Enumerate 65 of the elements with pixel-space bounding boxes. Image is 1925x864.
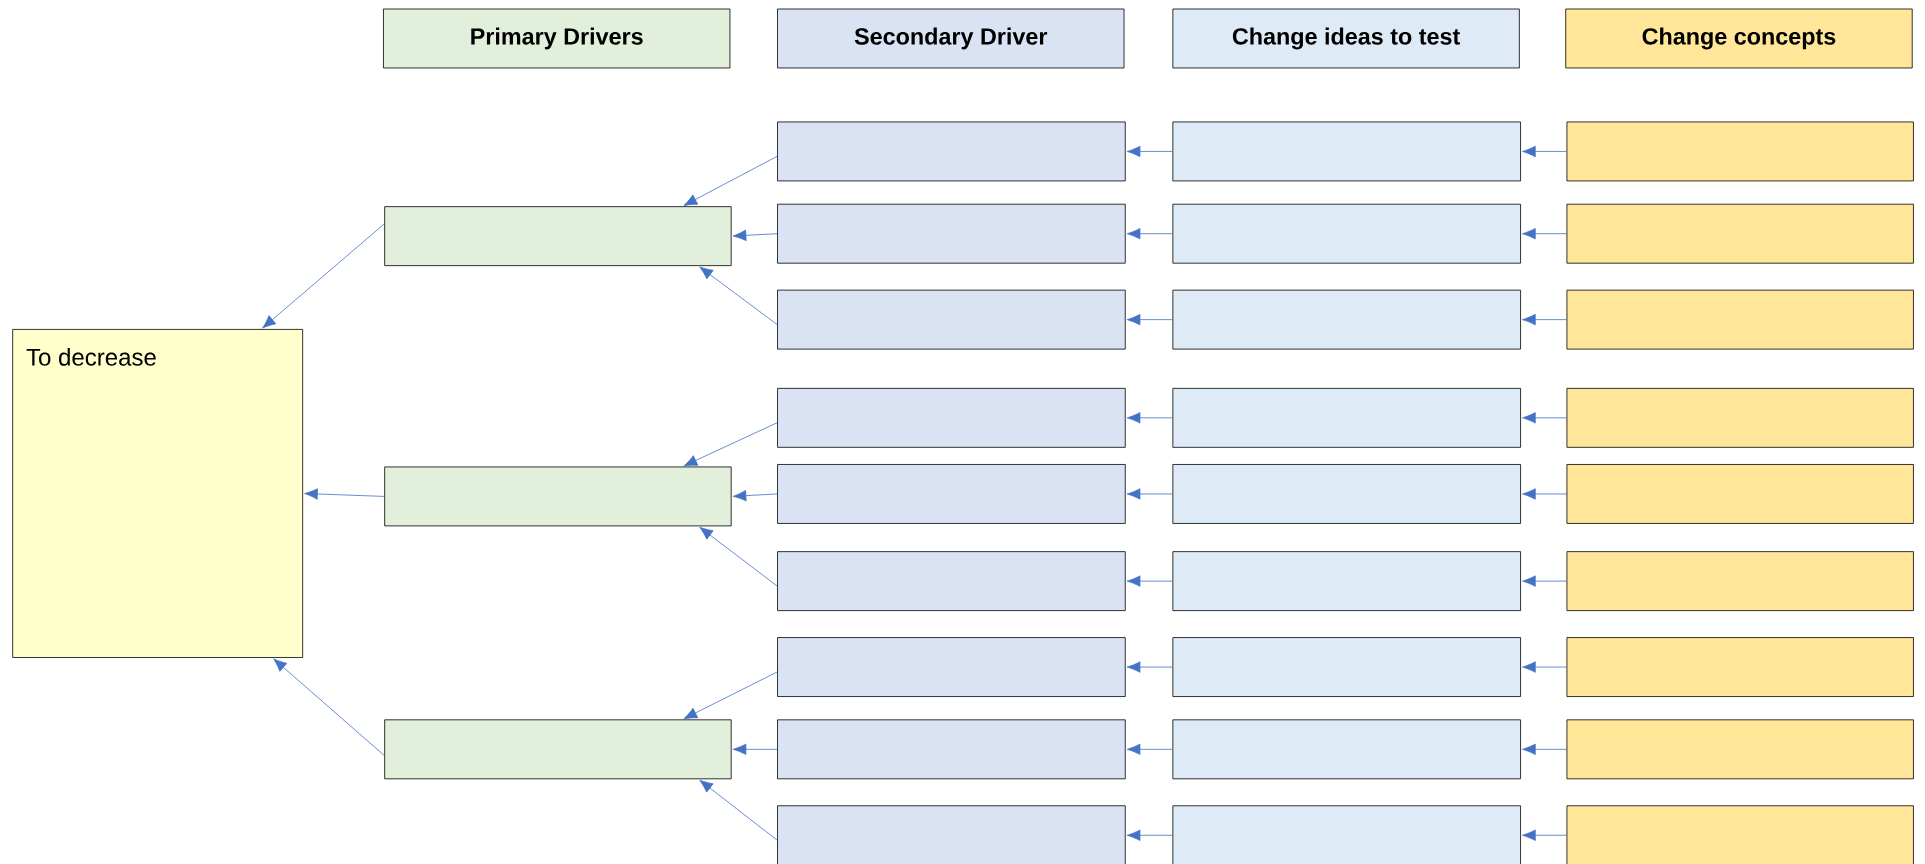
primary-driver-box — [384, 719, 732, 780]
secondary-driver-box — [777, 551, 1126, 611]
secondary-driver-box — [777, 121, 1126, 182]
arrow — [1126, 412, 1173, 424]
arrow — [1126, 227, 1173, 240]
header-box: Change concepts — [1565, 8, 1913, 69]
arrow — [732, 489, 778, 502]
secondary-driver-box — [777, 719, 1126, 780]
change-concept-box — [1566, 551, 1914, 611]
change-idea-box — [1172, 719, 1521, 780]
change-concept-box — [1566, 121, 1914, 182]
primary-driver-box — [384, 466, 732, 527]
arrow — [1126, 488, 1173, 500]
change-idea-box — [1172, 121, 1521, 182]
header-box: Primary Drivers — [383, 8, 731, 69]
arrow — [683, 155, 778, 206]
arrow — [304, 488, 385, 500]
arrow — [732, 229, 778, 241]
secondary-driver-box — [777, 463, 1126, 524]
goal-box: To decrease — [12, 328, 304, 658]
secondary-driver-box — [777, 289, 1126, 350]
arrow — [1126, 145, 1173, 157]
change-idea-box — [1172, 387, 1521, 448]
arrow — [1522, 488, 1567, 500]
change-idea-box — [1172, 551, 1521, 611]
arrow — [1126, 575, 1173, 587]
arrow — [273, 658, 385, 756]
change-idea-box — [1172, 289, 1521, 350]
arrow — [1522, 227, 1567, 240]
change-idea-box — [1172, 463, 1521, 524]
arrow — [1522, 743, 1567, 755]
arrow — [1126, 661, 1173, 673]
arrow — [1522, 661, 1567, 673]
arrow — [699, 266, 778, 325]
change-concept-box — [1566, 387, 1914, 448]
change-idea-box — [1172, 637, 1521, 697]
secondary-driver-box — [777, 203, 1126, 264]
arrow — [1522, 575, 1567, 587]
arrow — [1522, 145, 1567, 157]
arrow — [1522, 829, 1567, 841]
change-concept-box — [1566, 805, 1914, 864]
change-concept-box — [1566, 719, 1914, 780]
change-idea-box — [1172, 805, 1521, 864]
arrow — [1126, 313, 1173, 326]
arrow — [699, 779, 778, 841]
arrow — [262, 223, 385, 329]
arrow — [1522, 412, 1567, 424]
change-concept-box — [1566, 637, 1914, 697]
arrow — [699, 526, 778, 587]
change-idea-box — [1172, 203, 1521, 264]
secondary-driver-box — [777, 805, 1126, 864]
secondary-driver-box — [777, 387, 1126, 448]
change-concept-box — [1566, 203, 1914, 264]
change-concept-box — [1566, 463, 1914, 524]
header-box: Change ideas to test — [1172, 8, 1520, 69]
arrow — [732, 743, 778, 755]
primary-driver-box — [384, 206, 732, 266]
arrow — [683, 671, 778, 719]
secondary-driver-box — [777, 637, 1126, 697]
arrow — [683, 422, 778, 467]
arrow — [1126, 829, 1173, 841]
arrow — [1126, 743, 1173, 755]
arrow — [1522, 313, 1567, 326]
change-concept-box — [1566, 289, 1914, 350]
header-box: Secondary Driver — [777, 8, 1125, 69]
